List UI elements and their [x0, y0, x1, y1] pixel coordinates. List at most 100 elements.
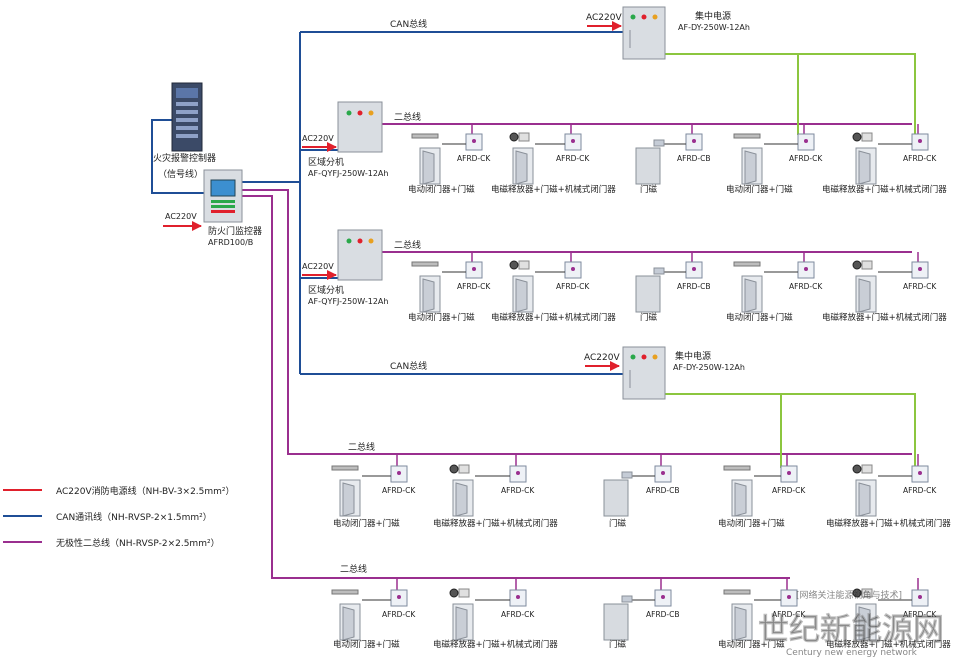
sub-station-2: AC220V 区域分机 AF-QYFJ-250W-12Ah 二总线 — [302, 229, 421, 306]
door-open-leaf — [515, 278, 528, 313]
magnet-base — [861, 132, 873, 142]
sub1-model: AF-QYFJ-250W-12Ah — [308, 169, 388, 178]
device-caption: 电动闭门器+门磁 — [408, 312, 475, 323]
fire-alarm-name: 火灾报警控制器 — [153, 152, 216, 164]
module-indicator — [516, 595, 520, 599]
module-indicator — [918, 139, 922, 143]
door-open-leaf — [422, 278, 435, 313]
device-caption: 电动闭门器+门磁 — [333, 639, 400, 650]
mid-psu-model: AF-DY-250W-12Ah — [673, 363, 745, 372]
module-label: AFRD-CK — [772, 486, 806, 495]
bus-row3 — [242, 189, 912, 455]
top-ac-label: AC220V — [586, 13, 622, 23]
door-open-leaf — [342, 606, 355, 641]
mid-psu-name: 集中电源 — [675, 350, 711, 362]
module-label: AFRD-CK — [903, 154, 937, 163]
row3-bus-label: 二总线 — [348, 441, 375, 453]
module-indicator — [397, 471, 401, 475]
magnet-release — [509, 260, 519, 270]
module-indicator — [661, 595, 665, 599]
sub1-name: 区域分机 — [308, 156, 344, 168]
device-caption: 电磁释放器+门磁+机械式闭门器 — [491, 184, 616, 195]
watermark-small: [网络关注能源视角与技术] — [796, 589, 902, 601]
device-group: AFRD-CK 电动闭门器+门磁 — [408, 252, 491, 323]
sub2-model: AF-QYFJ-250W-12Ah — [308, 297, 388, 306]
module-indicator — [804, 139, 808, 143]
bus-row4 — [242, 195, 790, 579]
device-caption: 电磁释放器+门磁+机械式闭门器 — [822, 312, 947, 323]
door-open-leaf — [858, 482, 871, 517]
module-label: AFRD-CK — [772, 610, 806, 619]
magnet-release — [852, 260, 862, 270]
module-label: AFRD-CB — [677, 282, 711, 291]
magnet-base — [518, 132, 530, 142]
green-top — [664, 53, 916, 135]
door-closer-arm — [331, 465, 359, 471]
sub1-ac-label: AC220V — [302, 134, 334, 143]
magnet-base — [518, 260, 530, 270]
door-open-leaf — [858, 150, 871, 185]
sub2-ac-label: AC220V — [302, 262, 334, 271]
mid-ac-label: AC220V — [584, 353, 620, 363]
module-label: AFRD-CK — [382, 486, 416, 495]
door-monitor: AC220V 防火门监控器 AFRD100/B — [165, 169, 262, 247]
door-closer-arm — [733, 261, 761, 267]
legend-label-bus: 无极性二总线（NH-RVSP-2×2.5mm²） — [56, 537, 220, 549]
device-caption: 电磁释放器+门磁+机械式闭门器 — [433, 518, 558, 529]
device-group: AFRD-CK 电动闭门器+门磁 — [408, 124, 491, 195]
watermark-big: 世纪新能源网 — [758, 612, 944, 648]
row4-bus-label: 二总线 — [340, 563, 367, 575]
module-label: AFRD-CK — [556, 154, 590, 163]
device-caption: 电动闭门器+门磁 — [408, 184, 475, 195]
device-group: AFRD-CK 电磁释放器+门磁+机械式闭门器 — [822, 124, 947, 195]
magnet-base — [458, 588, 470, 598]
device-caption: 电动闭门器+门磁 — [333, 518, 400, 529]
monitor-model: AFRD100/B — [208, 238, 253, 247]
module-label: AFRD-CK — [903, 610, 937, 619]
sub2-bus-label: 二总线 — [394, 239, 421, 251]
door-panel — [603, 603, 629, 641]
module-label: AFRD-CK — [382, 610, 416, 619]
door-open-leaf — [342, 482, 355, 517]
legend: AC220V消防电源线（NH-BV-3×2.5mm²） CAN通讯线（NH-RV… — [3, 485, 235, 549]
door-open-leaf — [744, 150, 757, 185]
green-mid — [664, 393, 916, 468]
device-caption: 门磁 — [640, 312, 658, 323]
device-rows: AFRD-CK电动闭门器+门磁AFRD-CK电磁释放器+门磁+机械式闭门器AFR… — [331, 124, 951, 650]
module-label: AFRD-CK — [457, 154, 491, 163]
signal-wire — [151, 119, 205, 194]
magnet-release — [449, 588, 459, 598]
door-contact — [621, 595, 633, 603]
module-indicator — [472, 139, 476, 143]
module-indicator — [692, 139, 696, 143]
door-open-leaf — [858, 606, 871, 641]
module-indicator — [571, 267, 575, 271]
device-caption: 电动闭门器+门磁 — [718, 639, 785, 650]
door-closer-arm — [411, 261, 439, 267]
device-caption: 电动闭门器+门磁 — [726, 184, 793, 195]
magnet-base — [458, 464, 470, 474]
door-open-leaf — [455, 482, 468, 517]
module-label: AFRD-CK — [457, 282, 491, 291]
module-indicator — [918, 471, 922, 475]
legend-label-can: CAN通讯线（NH-RVSP-2×1.5mm²） — [56, 511, 212, 523]
door-closer-arm — [411, 133, 439, 139]
module-indicator — [661, 471, 665, 475]
device-caption: 电动闭门器+门磁 — [718, 518, 785, 529]
device-caption: 电磁释放器+门磁+机械式闭门器 — [491, 312, 616, 323]
door-contact — [653, 267, 665, 275]
magnet-release — [449, 464, 459, 474]
door-open-leaf — [744, 278, 757, 313]
monitor-ac-label: AC220V — [165, 212, 197, 221]
door-open-leaf — [734, 482, 747, 517]
module-indicator — [918, 595, 922, 599]
module-label: AFRD-CB — [646, 610, 680, 619]
watermark: [网络关注能源视角与技术] 世纪新能源网 Century new energy … — [757, 589, 944, 658]
magnet-base — [861, 588, 873, 598]
device-caption: 电磁释放器+门磁+机械式闭门器 — [822, 184, 947, 195]
